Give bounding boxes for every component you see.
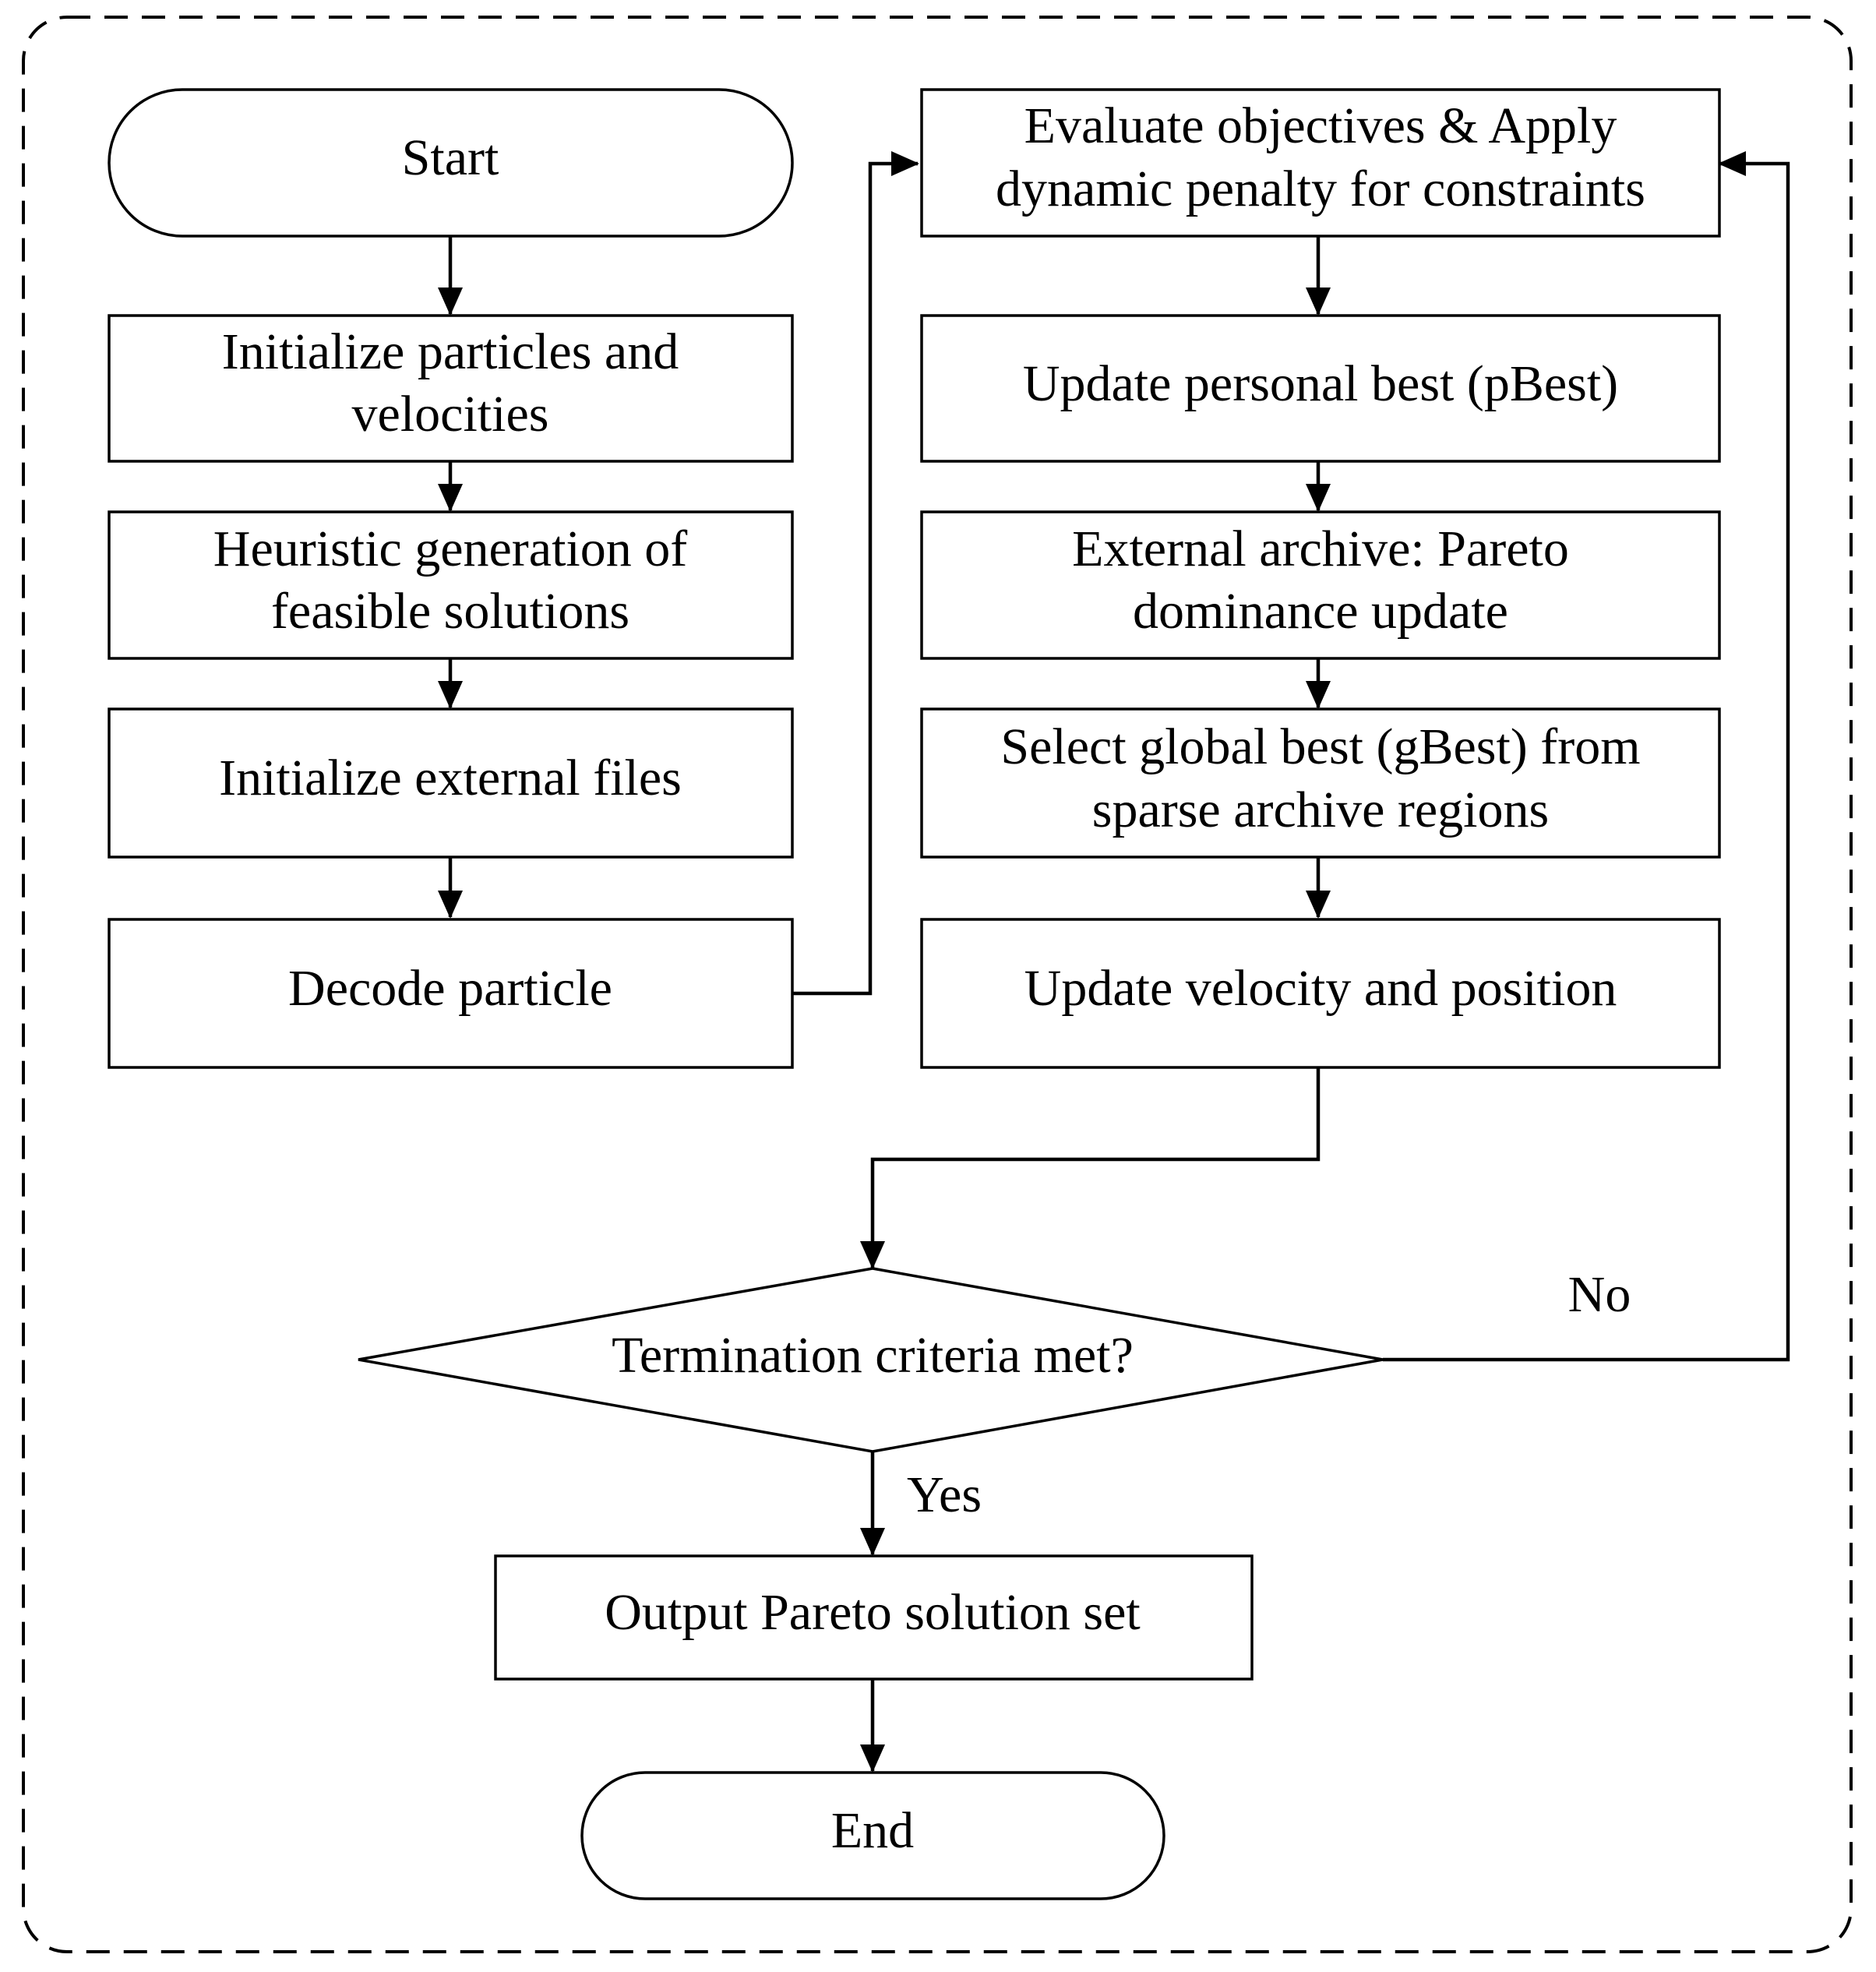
arrow-decode-to-evaluate [792,151,919,996]
gbest-label-line1: Select global best (gBest) from [1000,718,1640,775]
termination-label: Termination criteria met? [612,1327,1134,1384]
pbest-label: Update personal best (pBest) [1023,355,1618,412]
start-terminal [108,88,794,238]
init-particles-box [108,314,794,463]
yes-label: Yes [907,1466,982,1523]
end-label: End [831,1802,914,1859]
evaluate-label-line2: dynamic penalty for constraints [996,161,1645,217]
start-label: Start [402,129,499,186]
evaluate-box [920,88,1721,238]
decode-box [108,918,794,1069]
dashed-frame [22,16,1853,1953]
decode-label: Decode particle [288,960,612,1017]
update-vp-label: Update velocity and position [1024,960,1617,1017]
archive-label-line1: External archive: Pareto [1072,520,1569,577]
gbest-box [920,707,1721,859]
evaluate-label-line1: Evaluate objectives & Apply [1024,97,1617,154]
update-vp-box [920,918,1721,1069]
init-files-box [108,707,794,859]
archive-box [920,510,1721,660]
archive-label-line2: dominance update [1133,583,1508,640]
termination-decision [358,1267,1384,1453]
output-label: Output Pareto solution set [605,1584,1140,1641]
heuristic-box [108,510,794,660]
init-particles-label-line2: velocities [352,386,549,443]
no-label: No [1568,1266,1631,1323]
heuristic-label-line2: feasible solutions [271,583,629,640]
arrow-update-to-termination [860,1066,1321,1269]
output-box [494,1554,1254,1681]
end-terminal [580,1771,1165,1900]
arrow-no-loop [1383,151,1790,1362]
heuristic-label-line1: Heuristic generation of [213,520,687,577]
gbest-label-line2: sparse archive regions [1092,781,1549,838]
init-particles-label-line1: Initialize particles and [222,323,679,380]
init-files-label: Initialize external files [219,750,682,806]
pbest-box [920,314,1721,463]
